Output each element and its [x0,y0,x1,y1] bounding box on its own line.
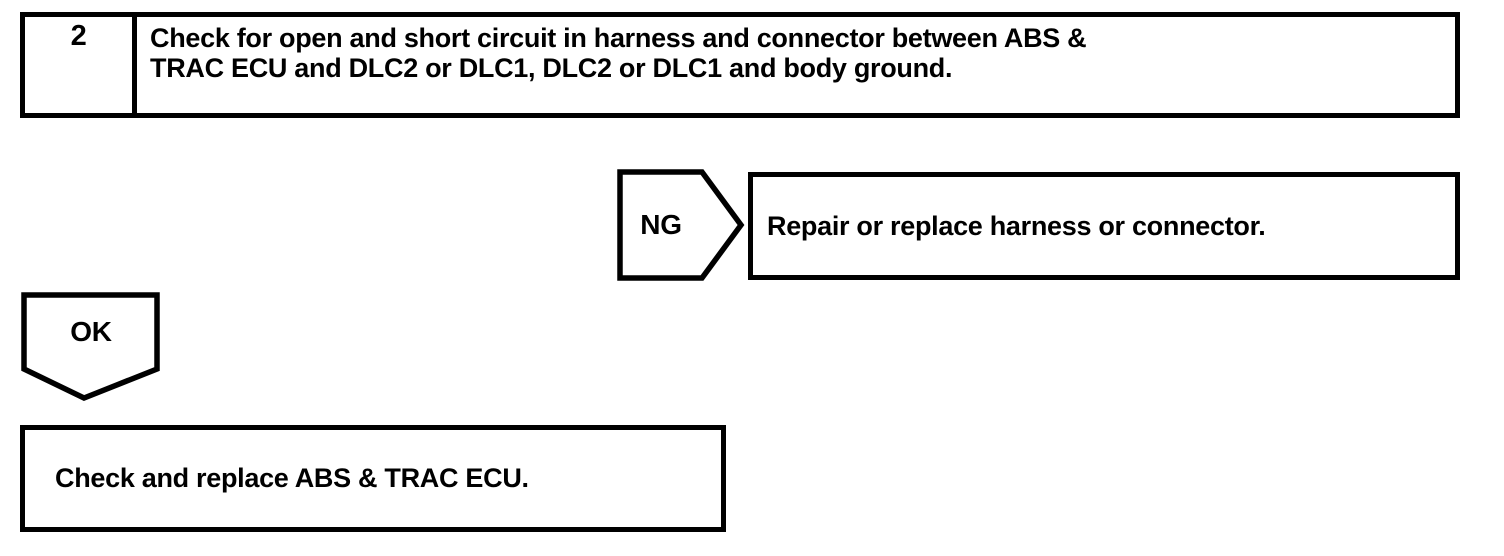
ng-connector: NG [617,169,745,281]
step-box: 2 Check for open and short circuit in ha… [20,12,1460,118]
ok-label: OK [70,316,112,347]
step-number-cell: 2 [25,17,137,113]
ng-action-box: Repair or replace harness or connector. [748,172,1460,280]
ok-action-box: Check and replace ABS & TRAC ECU. [20,425,726,532]
step-text-cell: Check for open and short circuit in harn… [137,17,1455,113]
ng-action-text: Repair or replace harness or connector. [767,210,1266,241]
ok-pentagon-shape [21,292,160,402]
step-text-line: Check for open and short circuit in harn… [150,23,1087,53]
ok-action-text: Check and replace ABS & TRAC ECU. [55,463,529,493]
ng-label: NG [640,209,682,240]
ng-pentagon-shape [617,169,745,281]
ok-connector: OK [21,292,161,402]
step-text-line: TRAC ECU and DLC2 or DLC1, DLC2 or DLC1 … [150,53,953,83]
step-number: 2 [70,20,87,52]
